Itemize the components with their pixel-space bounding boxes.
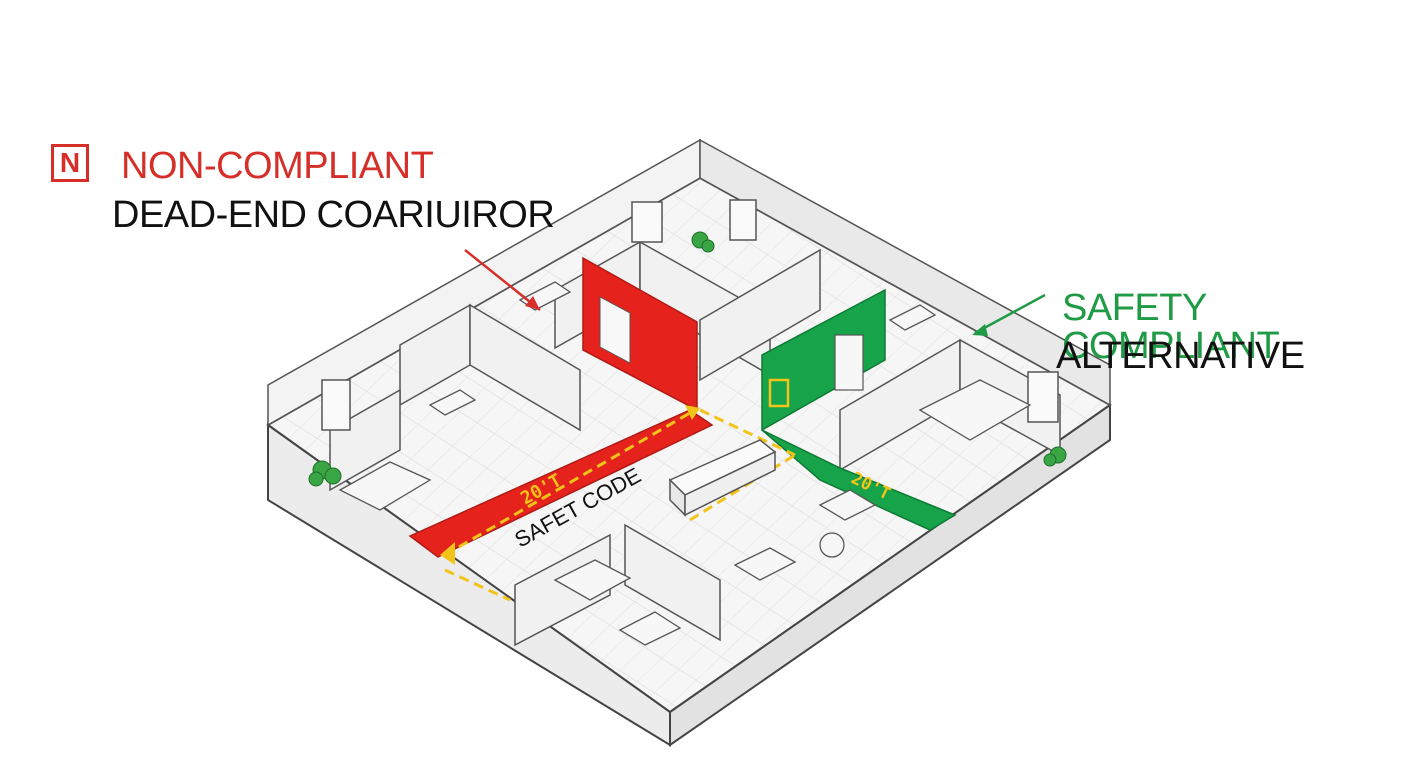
outer-wall-right — [669, 403, 1111, 747]
dimension-lines — [444, 408, 796, 602]
arrowhead-left — [440, 542, 455, 565]
non-compliant-arrow — [464, 249, 541, 311]
non-compliant-badge-icon: N — [51, 144, 89, 182]
compliant-corridor-floor — [761, 429, 957, 531]
interior-walls — [329, 240, 1061, 647]
dead-end-corridor-red — [408, 409, 714, 558]
compliant-corridor-green — [761, 288, 886, 432]
arrowhead-right — [685, 405, 700, 420]
back-wall-right — [699, 138, 1111, 407]
compliant-arrow — [972, 293, 1046, 336]
compliant-subtitle: ALTERNATIVE — [1056, 335, 1305, 377]
plant-icon-2 — [691, 231, 715, 253]
non-compliant-subtitle: DEAD-END COARIUIROR — [112, 194, 555, 236]
exit-sign-icon — [768, 378, 790, 408]
plant-icon — [308, 460, 342, 487]
plant-icon-3 — [1043, 446, 1067, 467]
non-compliant-title: NON-COMPLIANT — [121, 145, 434, 187]
furniture — [338, 281, 1032, 646]
windows — [321, 199, 1059, 431]
compliant-title: SAFETY COMPLIANT — [1062, 287, 1280, 367]
